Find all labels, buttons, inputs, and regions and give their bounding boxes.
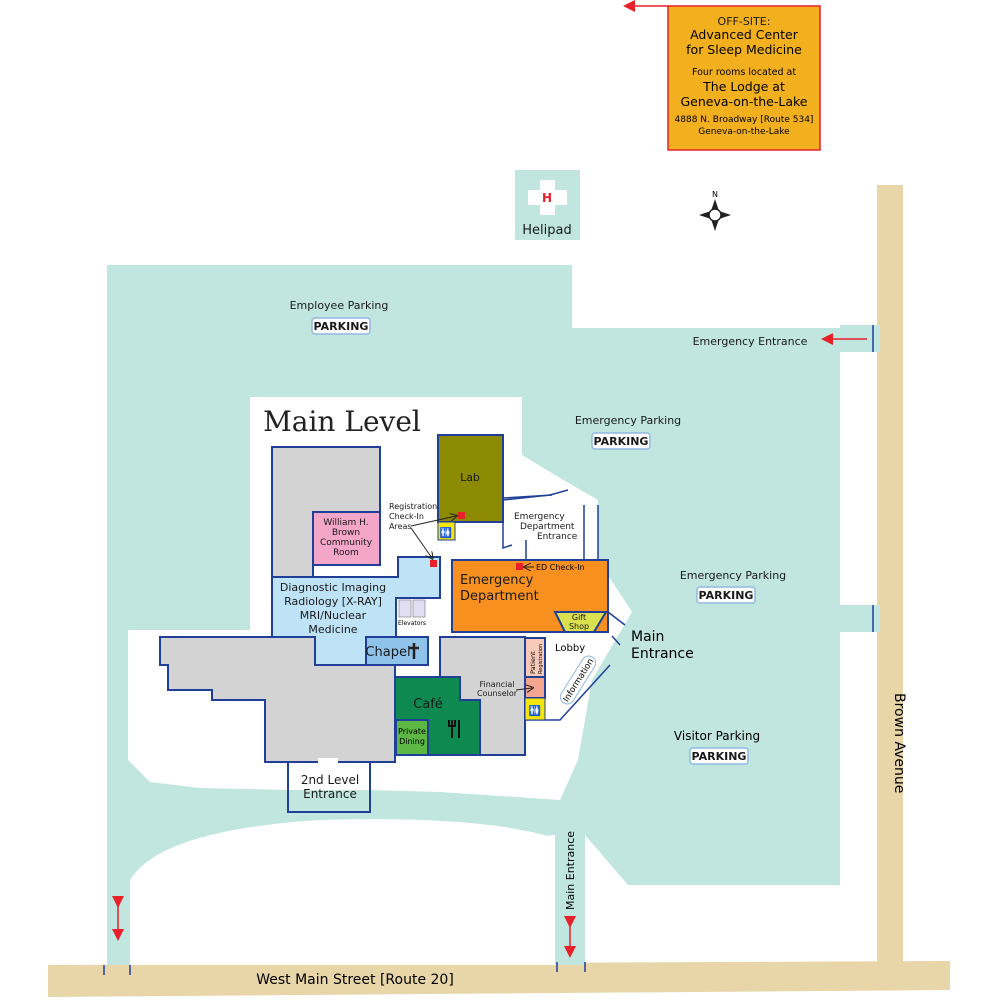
offsite-address: 4888 N. Broadway [Route 534] <box>675 115 814 125</box>
page-title: Main Level <box>263 405 421 438</box>
chapel[interactable] <box>365 636 429 666</box>
brown-avenue-label: Brown Avenue <box>891 693 907 793</box>
emergency-parking-badge: PARKING <box>591 432 651 450</box>
emergency-entrance-label: Emergency Entrance <box>693 335 808 348</box>
visitor-parking-label: Visitor Parking <box>674 729 760 743</box>
svg-text:PARKING: PARKING <box>314 320 369 333</box>
offsite-name-1: Advanced Center <box>690 27 799 42</box>
helipad[interactable]: H Helipad <box>515 170 580 240</box>
compass-icon: N <box>699 190 731 231</box>
second-level-entrance-walls <box>287 762 371 813</box>
lab-label: Lab <box>460 471 480 484</box>
ed-checkin-marker <box>516 563 523 570</box>
restroom-icon: 🚻 <box>524 697 546 721</box>
cross-icon <box>409 643 419 659</box>
emergency-parking-label-2: Emergency Parking <box>680 569 786 582</box>
lower-lawn <box>130 819 555 965</box>
compass-north: N <box>712 190 718 199</box>
registration-marker <box>430 560 437 567</box>
svg-text:PARKING: PARKING <box>594 435 649 448</box>
visitor-parking-badge: PARKING <box>689 747 749 765</box>
lot-connector <box>840 605 880 632</box>
chapel-label: Chapel <box>365 645 410 660</box>
restroom-icon: 🚻 <box>437 521 456 541</box>
lobby-label: Lobby <box>555 643 585 654</box>
svg-text:🚻: 🚻 <box>529 704 541 717</box>
cafe-label: Café <box>413 697 443 712</box>
utensils-icon <box>448 720 460 738</box>
brown-avenue <box>877 185 903 967</box>
building-southwest-wing <box>159 636 396 763</box>
helipad-cross-icon <box>528 180 567 215</box>
gift-shop[interactable] <box>553 611 608 633</box>
elevators-icon <box>398 599 426 618</box>
patient-registration-label: PatientRegistration <box>529 644 544 674</box>
emergency-parking-badge-2: PARKING <box>696 586 756 604</box>
ed-checkin-label: ED Check-In <box>536 563 585 572</box>
private-dining[interactable] <box>395 719 429 756</box>
employee-parking-label: Employee Parking <box>290 299 389 312</box>
offsite-label: OFF-SITE: <box>718 15 771 28</box>
svg-text:PARKING: PARKING <box>692 750 747 763</box>
west-main-street-label: West Main Street [Route 20] <box>256 972 454 988</box>
employee-parking-badge: PARKING <box>311 317 371 335</box>
offsite-venue-2: Geneva-on-the-Lake <box>680 94 807 109</box>
helipad-h: H <box>542 191 552 205</box>
offsite-name-2: for Sleep Medicine <box>686 42 802 57</box>
helipad-label: Helipad <box>522 223 571 238</box>
financial-counselor[interactable] <box>524 676 546 699</box>
elevators-label: Elevators <box>398 620 426 627</box>
offsite-city: Geneva-on-the-Lake <box>698 127 790 137</box>
offsite-sleep-center-box[interactable]: OFF-SITE: Advanced Center for Sleep Medi… <box>667 5 821 151</box>
offsite-venue-1: The Lodge at <box>702 79 785 94</box>
west-main-street <box>48 961 950 997</box>
lab[interactable] <box>437 434 504 523</box>
registration-marker <box>458 512 465 519</box>
svg-text:🚻: 🚻 <box>440 526 452 539</box>
community-room[interactable] <box>312 511 381 566</box>
svg-text:PARKING: PARKING <box>699 589 754 602</box>
offsite-desc: Four rooms located at <box>692 67 796 78</box>
emergency-parking-label: Emergency Parking <box>575 414 681 427</box>
main-entrance-drive-label: Main Entrance <box>564 831 577 910</box>
